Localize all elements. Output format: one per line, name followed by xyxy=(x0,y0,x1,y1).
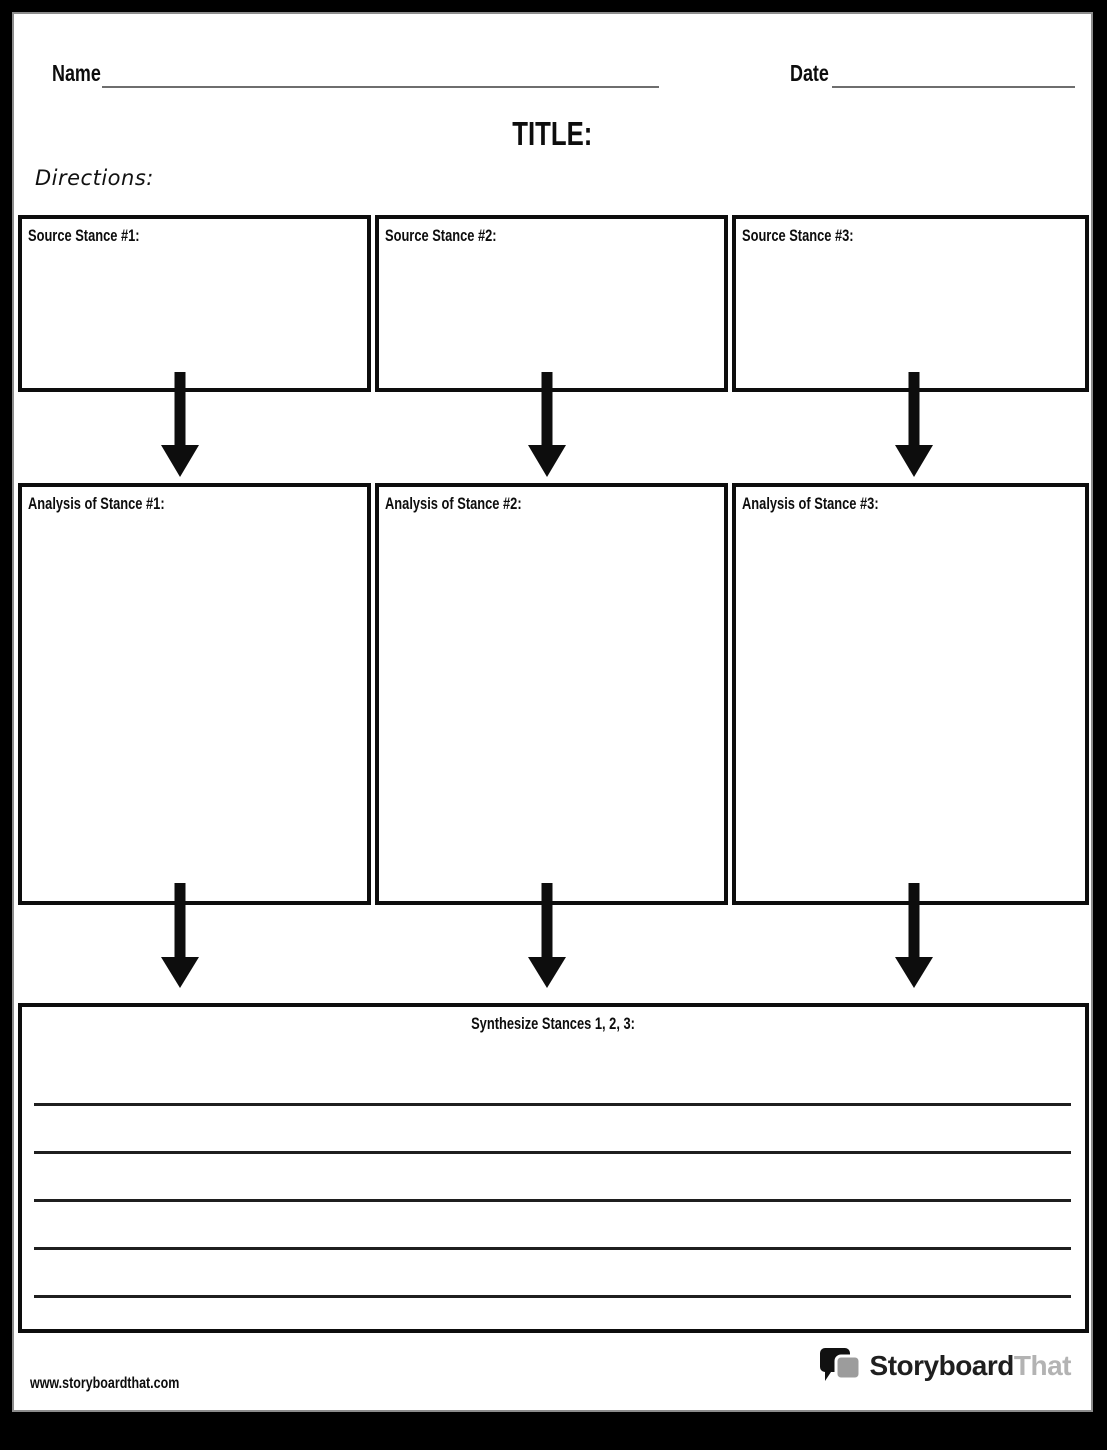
title-text: TITLE: xyxy=(512,115,593,152)
logo-text-secondary: That xyxy=(1013,1350,1072,1381)
analysis-stance-3-box[interactable]: Analysis of Stance #3: xyxy=(732,483,1089,905)
title-heading: TITLE: xyxy=(14,116,1091,152)
date-label: Date xyxy=(790,60,829,86)
arrow-head xyxy=(895,957,933,988)
writing-line xyxy=(34,1103,1071,1106)
arrow-shaft xyxy=(908,883,920,958)
analysis-stance-2-label: Analysis of Stance #2: xyxy=(385,495,522,513)
analysis-stance-3-label: Analysis of Stance #3: xyxy=(742,495,879,513)
arrow-shaft xyxy=(174,372,186,446)
arrow-head xyxy=(161,957,199,988)
down-arrow-icon xyxy=(161,883,199,988)
synthesize-label-row: Synthesize Stances 1, 2, 3: xyxy=(22,1015,1085,1034)
down-arrow-icon xyxy=(895,883,933,988)
source-stance-1-label: Source Stance #1: xyxy=(28,227,140,245)
storyboardthat-logo: StoryboardThat xyxy=(818,1340,1072,1392)
logo-text-primary: Storyboard xyxy=(869,1350,1015,1381)
site-url: www.storyboardthat.com xyxy=(30,1375,180,1392)
synthesize-label: Synthesize Stances 1, 2, 3: xyxy=(471,1015,636,1033)
arrow-head xyxy=(528,957,566,988)
arrow-shaft xyxy=(174,883,186,958)
name-label: Name xyxy=(52,60,101,86)
arrow-head xyxy=(161,445,199,477)
source-stance-3-label: Source Stance #3: xyxy=(742,227,854,245)
name-input-line[interactable] xyxy=(102,86,659,88)
synthesize-box[interactable]: Synthesize Stances 1, 2, 3: xyxy=(18,1003,1089,1333)
directions-label: Directions: xyxy=(35,166,154,190)
down-arrow-icon xyxy=(161,372,199,477)
down-arrow-icon xyxy=(895,372,933,477)
analysis-stance-1-box[interactable]: Analysis of Stance #1: xyxy=(18,483,371,905)
analysis-stance-1-label: Analysis of Stance #1: xyxy=(28,495,165,513)
arrow-head xyxy=(895,445,933,477)
down-arrow-icon xyxy=(528,883,566,988)
source-stance-3-box[interactable]: Source Stance #3: xyxy=(732,215,1089,392)
date-input-line[interactable] xyxy=(832,86,1075,88)
arrow-head xyxy=(528,445,566,477)
arrow-shaft xyxy=(541,372,553,446)
source-stance-2-label: Source Stance #2: xyxy=(385,227,497,245)
down-arrow-icon xyxy=(528,372,566,477)
writing-line xyxy=(34,1295,1071,1298)
writing-line xyxy=(34,1199,1071,1202)
writing-line xyxy=(34,1151,1071,1154)
source-stance-2-box[interactable]: Source Stance #2: xyxy=(375,215,728,392)
source-stance-1-box[interactable]: Source Stance #1: xyxy=(18,215,371,392)
arrow-shaft xyxy=(541,883,553,958)
speech-bubbles-icon xyxy=(819,1348,862,1381)
arrow-shaft xyxy=(908,372,920,446)
writing-line xyxy=(34,1247,1071,1250)
analysis-stance-2-box[interactable]: Analysis of Stance #2: xyxy=(375,483,728,905)
worksheet-page: Name Date TITLE: Directions: Source Stan… xyxy=(12,12,1093,1412)
